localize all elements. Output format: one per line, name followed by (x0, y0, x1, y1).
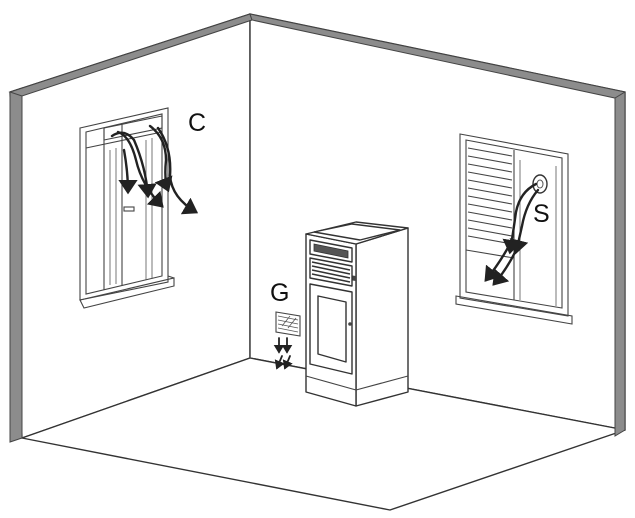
grille-arrows (273, 337, 293, 370)
label-g: G (270, 279, 289, 307)
window-right (455, 133, 573, 325)
right-wall-edge (614, 91, 626, 437)
left-wall-edge (9, 87, 23, 443)
airflow-arrows-s (484, 182, 540, 286)
airflow-arrows-c (110, 124, 199, 215)
window-left (79, 107, 175, 309)
label-s: S (533, 200, 550, 228)
label-c: C (188, 109, 206, 137)
shutter (467, 147, 513, 245)
floor-grille (275, 311, 301, 337)
pellet-stove (305, 221, 409, 407)
